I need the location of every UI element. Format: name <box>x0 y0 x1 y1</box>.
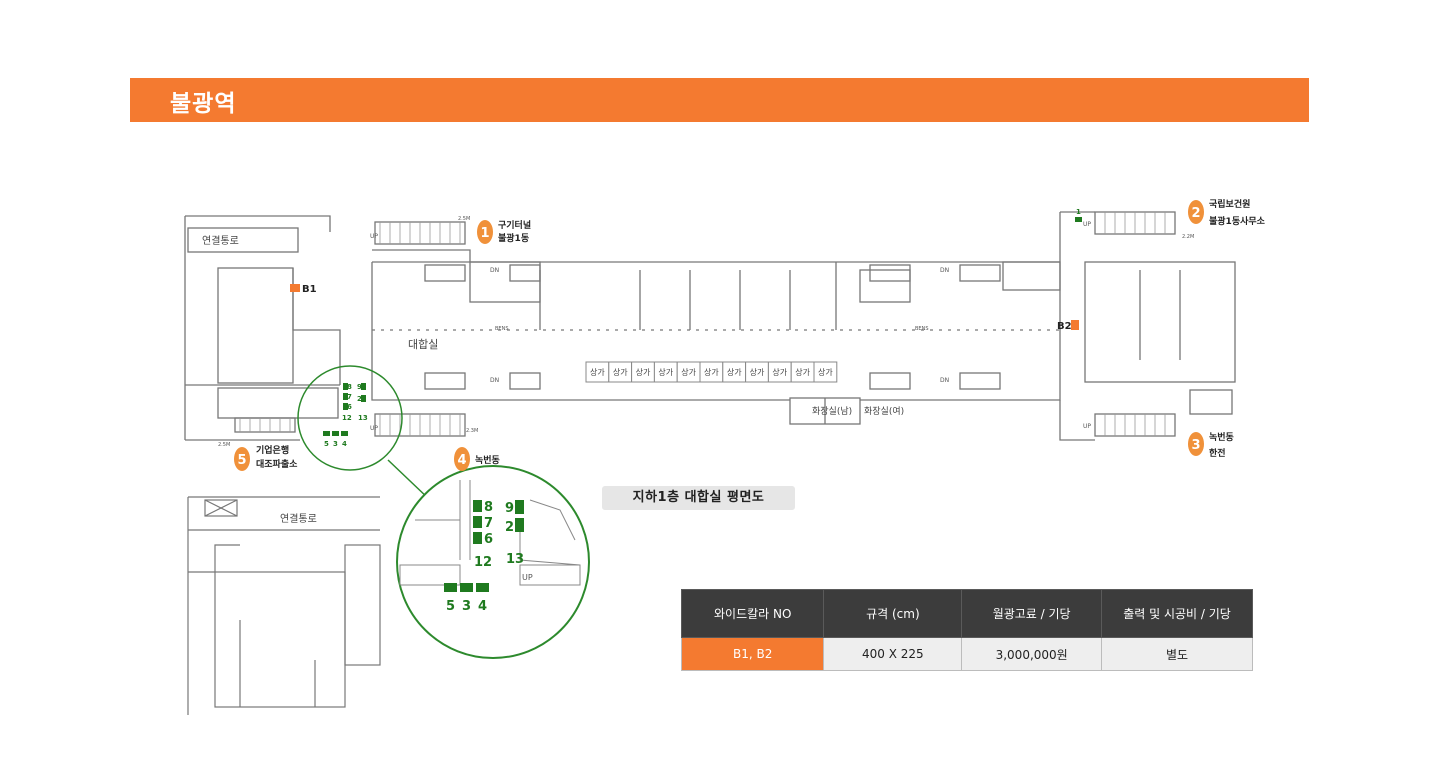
shop-label: 상가 <box>658 367 673 377</box>
cell-size: 400 X 225 <box>823 637 963 671</box>
cell-board-no: B1, B2 <box>680 637 825 671</box>
shop-label: 상가 <box>704 367 719 377</box>
sign-number: 13 <box>358 414 368 422</box>
zoom-sign-number: 7 <box>484 516 493 531</box>
stair-up-label: UP <box>370 233 378 240</box>
restroom-men-label: 화장실(남) <box>812 406 852 417</box>
exit-4-number: 4 <box>457 453 466 468</box>
exit-5-line1: 기업은행 <box>256 444 289 456</box>
stair-dn-label: DN <box>940 267 949 274</box>
zoom-sign-number: 9 <box>505 501 514 516</box>
zoom-sign-number: 2 <box>505 520 514 535</box>
table-row: B1, B2 400 X 225 3,000,000원 별도 <box>680 637 1253 671</box>
height-mark: 2.2M <box>1182 234 1194 240</box>
zoom-connector <box>387 459 431 501</box>
exit-3-line1: 녹번동 <box>1209 431 1234 443</box>
zoom-sign-number: 8 <box>484 500 493 515</box>
exit-1-number: 1 <box>480 226 489 241</box>
exit-2-line1: 국립보건원 <box>1209 198 1250 210</box>
price-table: 와이드칼라 NO 규격 (cm) 월광고료 / 기당 출력 및 시공비 / 기당… <box>680 589 1253 671</box>
exit-5: 5 기업은행 대조파출소 <box>234 444 298 471</box>
header-production-fee: 출력 및 시공비 / 기당 <box>1101 589 1253 638</box>
page-title: 불광역 <box>170 91 237 117</box>
sign-number: 2 <box>357 395 362 403</box>
sign-number: 5 <box>324 440 329 448</box>
cell-monthly-fee: 3,000,000원 <box>961 637 1103 671</box>
stair-dn-label: DN <box>940 377 949 384</box>
corridor-label: 연결통로 <box>202 235 239 247</box>
exit-4: 4 녹번동 <box>454 447 500 471</box>
zoom-sign-number: 4 <box>478 599 487 614</box>
table-header-row: 와이드칼라 NO 규격 (cm) 월광고료 / 기당 출력 및 시공비 / 기당 <box>680 589 1253 638</box>
shop-label: 상가 <box>818 367 833 377</box>
shop-label: 상가 <box>750 367 765 377</box>
sign-number: 9 <box>357 383 362 391</box>
sign-number: 6 <box>347 403 352 411</box>
zoom-sign-number: 13 <box>506 552 524 567</box>
stair-up-label: UP <box>1083 423 1091 430</box>
shop-label: 상가 <box>636 367 651 377</box>
height-mark: 2.5M <box>458 216 470 222</box>
stair-up-label: UP <box>370 425 378 432</box>
exit-5-number: 5 <box>237 453 246 468</box>
board-b2-label: B2 <box>1057 321 1072 332</box>
header-monthly-fee: 월광고료 / 기당 <box>961 589 1103 638</box>
exit-1: 1 구기터널 불광1동 <box>477 219 531 244</box>
exit-4-line1: 녹번동 <box>475 454 500 466</box>
cell-production-fee: 별도 <box>1101 637 1253 671</box>
shop-row: 상가 상가 상가 상가 상가 상가 상가 상가 상가 상가 상가 <box>585 361 838 383</box>
restroom-women-label: 화장실(여) <box>864 405 904 417</box>
sign-number: 7 <box>347 393 352 401</box>
stair-dn-label: DN <box>490 267 499 274</box>
inset-corridor-label: 연결통로 <box>280 513 317 525</box>
exit-3: 3 녹번동 한전 <box>1188 431 1234 459</box>
board-b2-marker <box>1071 320 1079 330</box>
zoom-sign-number: 6 <box>484 532 493 547</box>
page-header: 불광역 <box>130 78 1309 122</box>
sign-number: 8 <box>347 383 352 391</box>
exit-1-line1: 구기터널 <box>498 219 531 231</box>
shop-label: 상가 <box>795 367 810 377</box>
shop-label: 상가 <box>772 367 787 377</box>
bench-mark: BENS <box>495 326 509 332</box>
exit-3-number: 3 <box>1191 438 1200 453</box>
zoom-sign-number: 12 <box>474 555 492 570</box>
hall-label: 대합실 <box>408 338 438 351</box>
header-board-no: 와이드칼라 NO <box>680 589 825 638</box>
board-b1-marker <box>290 284 300 292</box>
inset-plan <box>187 496 381 715</box>
exit-2-line2: 불광1동사무소 <box>1209 215 1266 227</box>
zoom-source-circle <box>297 365 403 471</box>
exit-3-line2: 한전 <box>1209 447 1226 459</box>
exit-2: 2 국립보건원 불광1동사무소 <box>1188 198 1266 227</box>
shop-label: 상가 <box>681 367 696 377</box>
shop-label: 상가 <box>590 367 605 377</box>
board-b1-label: B1 <box>302 284 317 295</box>
shop-cell <box>813 361 838 383</box>
plan-caption: 지하1층 대합실 평면도 <box>602 486 795 510</box>
bench-mark: BENS <box>915 326 929 332</box>
height-mark: 2.5M <box>218 442 230 448</box>
sign-number: 12 <box>342 414 352 422</box>
exit-5-line2: 대조파출소 <box>256 458 298 470</box>
height-mark: 2.3M <box>466 428 478 434</box>
shop-label: 상가 <box>727 367 742 377</box>
zoom-sign-number: 3 <box>462 599 471 614</box>
stair-dn-label: DN <box>490 377 499 384</box>
exit-2-number: 2 <box>1191 206 1200 221</box>
sign-number: 3 <box>333 440 338 448</box>
exit-1-line2: 불광1동 <box>498 232 529 244</box>
stair-up-label: UP <box>1083 221 1091 228</box>
header-size: 규격 (cm) <box>823 589 963 638</box>
stair-up-label: UP <box>522 573 533 582</box>
sign-number: 4 <box>342 440 347 448</box>
zoom-sign-number: 5 <box>446 599 455 614</box>
sign-number: 1 <box>1076 208 1081 216</box>
shop-label: 상가 <box>613 367 628 377</box>
zoom-detail-circle <box>396 465 590 659</box>
